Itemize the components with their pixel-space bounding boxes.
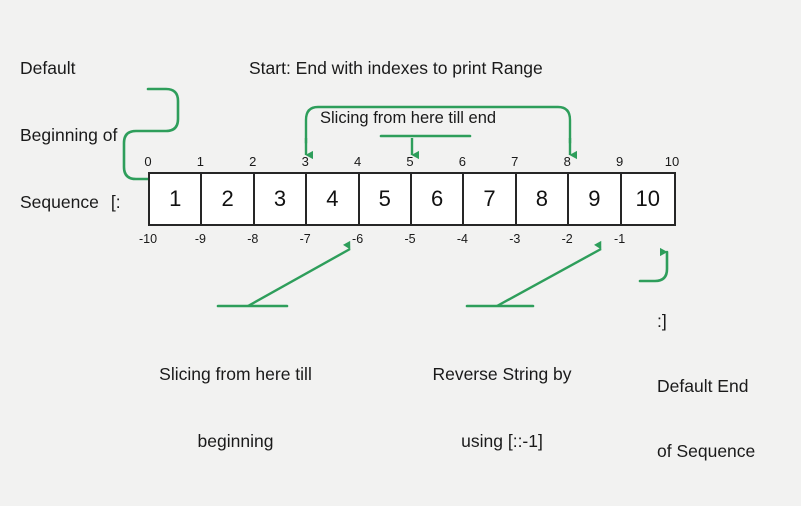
negative-index-label: -1 (614, 232, 626, 246)
positive-index-label: 1 (196, 154, 204, 169)
positive-index-label: 10 (664, 154, 680, 169)
sequence-cell: 6 (411, 174, 465, 224)
default-beginning-label: Default Beginning of Sequence [: (20, 12, 121, 258)
negative-index-label: -9 (194, 232, 206, 246)
positive-index-label: 7 (511, 154, 519, 169)
default-beginning-line1: Default (20, 57, 76, 78)
negative-index-label: -7 (299, 232, 311, 246)
default-beginning-line3: Sequence (20, 192, 99, 213)
default-end-line2: of Sequence (657, 440, 756, 461)
negative-index-label: -6 (352, 232, 364, 246)
sequence-cell: 10 (621, 174, 674, 224)
range-title-label: Start: End with indexes to print Range (249, 58, 543, 78)
default-end-line1: Default End (657, 375, 749, 396)
negative-index-label: -5 (404, 232, 416, 246)
positive-index-label: 0 (144, 154, 152, 169)
slice-till-beginning-line1: Slicing from here till (159, 363, 312, 384)
positive-index-label: 8 (563, 154, 571, 169)
default-beginning-line2: Beginning of (20, 124, 118, 145)
slice-till-end-label: Slicing from here till end (320, 109, 497, 127)
open-bracket-token: [: (110, 192, 121, 213)
slicing-diagram: Default Beginning of Sequence [: Start: E… (20, 12, 755, 461)
default-beginning-line3-wrap: Sequence [: (20, 191, 121, 213)
slice-begin-arrow (247, 240, 351, 308)
default-end-label: :] Default End of Sequence (657, 266, 755, 506)
reverse-string-line1: Reverse String by (432, 363, 572, 384)
sequence-cell: 8 (516, 174, 570, 224)
reverse-string-label: Reverse String by using [::-1] (412, 318, 592, 497)
positive-index-label: 2 (249, 154, 257, 169)
slice-till-beginning-label: Slicing from here till beginning (133, 318, 338, 497)
sequence-cell: 2 (202, 174, 255, 224)
close-bracket-token: :] (657, 310, 667, 331)
negative-index-label: -8 (247, 232, 259, 246)
sequence-cell: 3 (254, 174, 308, 224)
sequence-cell: 1 (150, 174, 203, 224)
negative-index-label: -4 (456, 232, 468, 246)
positive-index-label: 3 (301, 154, 309, 169)
sequence-cell: 4 (307, 174, 360, 224)
positive-index-label: 5 (406, 154, 414, 169)
sequence-cell: 5 (359, 174, 412, 224)
slice-till-beginning-line2: beginning (197, 430, 274, 451)
positive-index-label: 6 (458, 154, 466, 169)
negative-index-label: -3 (509, 232, 521, 246)
reverse-arrow (496, 240, 602, 308)
sequence-cell: 7 (464, 174, 517, 224)
negative-index-label: -10 (138, 232, 158, 246)
sequence-cell: 9 (569, 174, 622, 224)
positive-index-label: 4 (353, 154, 362, 169)
positive-index-label: 9 (615, 154, 624, 169)
reverse-string-line2: using [::-1] (461, 430, 543, 451)
negative-index-label: -2 (561, 232, 573, 246)
